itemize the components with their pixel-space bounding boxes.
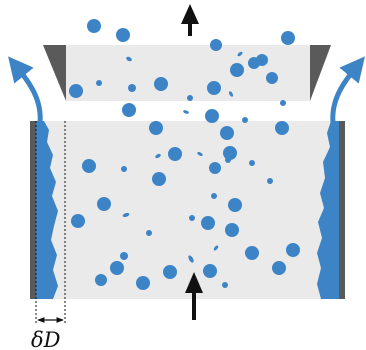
droplet xyxy=(205,109,219,123)
elongated-droplet xyxy=(155,153,161,159)
lower-channel xyxy=(30,121,345,299)
droplet xyxy=(207,81,221,95)
left-film-arrow xyxy=(8,56,43,126)
droplet xyxy=(152,172,166,186)
droplet xyxy=(69,84,83,98)
droplet xyxy=(163,265,177,279)
droplet xyxy=(225,157,231,163)
droplet xyxy=(222,282,228,288)
droplet xyxy=(223,146,237,160)
droplet xyxy=(245,246,259,260)
droplet xyxy=(272,261,286,275)
droplet xyxy=(203,264,217,278)
droplet xyxy=(149,121,163,135)
left-wall xyxy=(30,121,36,299)
droplets xyxy=(69,19,300,290)
droplet xyxy=(225,223,239,237)
droplet xyxy=(286,243,300,257)
elongated-droplet xyxy=(183,110,189,114)
upper-left-wall xyxy=(43,45,66,101)
droplet xyxy=(96,80,102,86)
droplet xyxy=(209,162,221,174)
elongated-droplet xyxy=(213,245,219,251)
droplet xyxy=(249,160,255,166)
droplet xyxy=(266,72,278,84)
elongated-droplet xyxy=(188,255,194,263)
droplet xyxy=(228,198,242,212)
droplet xyxy=(128,84,136,92)
droplet xyxy=(146,230,152,236)
elongated-droplet xyxy=(228,91,234,97)
droplet xyxy=(154,77,168,91)
film-thickness-label: δD xyxy=(31,328,61,350)
droplet xyxy=(210,39,222,51)
droplet xyxy=(211,193,217,199)
droplet xyxy=(110,261,124,275)
droplet xyxy=(122,103,136,117)
droplet xyxy=(220,126,234,140)
droplet xyxy=(242,117,248,123)
droplet xyxy=(168,147,182,161)
droplet xyxy=(280,100,286,106)
droplet xyxy=(95,274,107,286)
upper-right-wall xyxy=(310,45,331,101)
droplet xyxy=(230,63,244,77)
elongated-droplet xyxy=(197,151,203,157)
right-wall xyxy=(339,121,345,299)
bottom-flow-arrow xyxy=(185,272,203,320)
left-wall-film xyxy=(36,121,58,299)
droplet xyxy=(189,215,195,221)
droplet xyxy=(116,28,130,42)
right-film-arrow xyxy=(330,56,365,126)
droplet xyxy=(201,216,215,230)
right-wall-film xyxy=(317,121,339,299)
droplet xyxy=(267,178,273,184)
droplet xyxy=(121,166,127,172)
droplet xyxy=(275,121,289,135)
elongated-droplet xyxy=(237,51,243,57)
droplet xyxy=(136,276,150,290)
droplet xyxy=(97,197,111,211)
elongated-droplet xyxy=(122,212,130,218)
droplet xyxy=(71,214,85,228)
top-flow-arrow xyxy=(181,4,199,36)
droplet xyxy=(248,57,260,69)
droplet xyxy=(120,252,128,260)
elongated-droplet xyxy=(126,56,132,62)
droplet xyxy=(281,31,295,45)
droplet xyxy=(187,95,193,101)
droplet xyxy=(82,159,96,173)
droplet xyxy=(87,19,101,33)
